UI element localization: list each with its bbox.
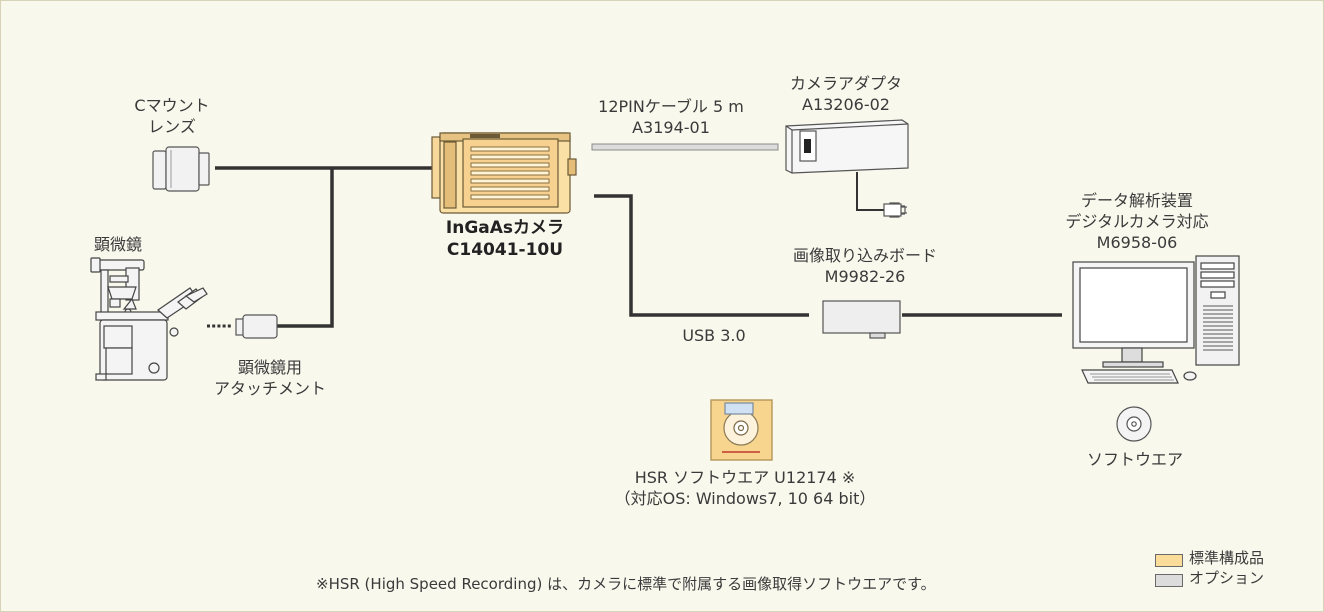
microscope-attachment-label: 顕微鏡用 アタッチメント [200,357,340,399]
analysis-pc-label-line1: データ解析装置 [1080,191,1193,210]
microscope-icon [90,257,208,381]
connection-lines [215,166,1062,328]
camera-adapter-label-line1: カメラアダプタ [789,74,902,93]
camera-adapter-label: カメラアダプタ A13206-02 [756,73,936,115]
usb-label: USB 3.0 [682,326,746,345]
hsr-software-label-line2: （対応OS: Windows7, 10 64 bit） [614,489,876,508]
cmount-lens-label-line2: レンズ [148,117,196,136]
analysis-pc-label-line2: デジタルカメラ対応 [1065,212,1209,231]
capture-board-label-line1: 画像取り込みボード [792,246,937,265]
microscope-attachment-label-line2: アタッチメント [213,379,326,398]
cable-label-line2: A3194-01 [632,118,710,137]
analysis-pc-label-line3: M6958-06 [1096,233,1178,252]
legend-label-standard: 標準構成品 [1189,549,1265,567]
legend-swatch-standard [1155,554,1183,567]
legend-label-option: オプション [1189,569,1265,587]
camera-adapter-label-line2: A13206-02 [802,95,890,114]
attachment-to-camera-line [277,168,334,328]
microscope-attachment-label-line1: 顕微鏡用 [237,358,302,377]
footnote: ※HSR (High Speed Recording) は、カメラに標準で附属す… [316,575,936,593]
camera-to-board-line [594,194,809,317]
capture-board-icon [822,300,901,339]
microscope-label: 顕微鏡 [93,235,142,254]
analysis-pc-label: データ解析装置 デジタルカメラ対応 M6958-06 [1052,190,1222,253]
cmount-lens-icon [152,146,210,192]
camera-label-line2: C14041-10U [446,240,564,260]
camera-label: InGaAsカメラ C14041-10U [430,217,580,261]
hsr-software-label-line1: HSR ソフトウエア U12174 ※ [634,468,856,487]
software-cd-icon [1116,406,1152,442]
adapter-power-cord [856,172,884,211]
camera-adapter-icon [785,119,909,218]
pin-cable [591,143,779,151]
hsr-software-package-icon [710,399,773,461]
cmount-lens-label-line1: Cマウント [134,96,210,115]
capture-board-label-line2: M9982-26 [824,267,906,286]
cable-label: 12PINケーブル 5 m A3194-01 [566,96,776,138]
cable-label-line1: 12PINケーブル 5 m [598,97,744,116]
ingaas-camera-icon [431,132,577,214]
analysis-pc-icon [1072,255,1240,384]
microscope-attachment-icon [235,314,278,339]
camera-label-line1: InGaAsカメラ [445,218,565,238]
capture-board-label: 画像取り込みボード M9982-26 [770,245,960,287]
cmount-lens-label: Cマウント レンズ [122,95,222,137]
hsr-software-label: HSR ソフトウエア U12174 ※ （対応OS: Windows7, 10 … [590,467,900,509]
software-pc-label: ソフトウエア [1086,450,1183,469]
legend-swatch-option [1155,574,1183,587]
